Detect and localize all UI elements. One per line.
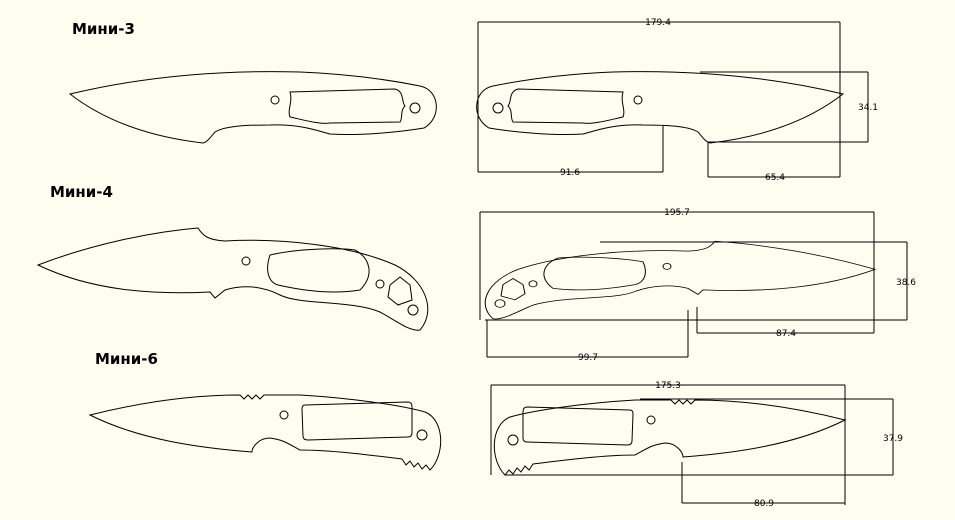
- dim-blade-mini-3: 65.4: [765, 173, 785, 183]
- dim-height-mini-3: 34.1: [858, 103, 878, 113]
- title-mini-4: Мини-4: [50, 183, 113, 201]
- dim-length-mini-3: 179.4: [645, 18, 671, 28]
- dim-height-mini-6: 37.9: [883, 434, 903, 444]
- knife-mini-4-right: [484, 240, 876, 320]
- dim-blade-mini-4: 87.4: [776, 329, 796, 339]
- dimensions-mini-4: [479, 211, 908, 358]
- dim-blade-mini-6: 80.9: [754, 499, 774, 509]
- dim-height-mini-4: 38.6: [896, 278, 916, 288]
- dim-length-mini-6: 175.3: [655, 381, 681, 391]
- knife-mini-6-right: [493, 399, 846, 476]
- dimensions-mini-6: [490, 384, 894, 505]
- knife-mini-3-left: [69, 71, 437, 144]
- dimensions-mini-3: [477, 21, 869, 178]
- title-mini-6: Мини-6: [95, 350, 158, 368]
- dim-handle-mini-4: 99.7: [578, 353, 598, 363]
- knife-mini-4-left: [37, 227, 429, 331]
- dim-length-mini-4: 195.7: [664, 208, 690, 218]
- title-mini-3: Мини-3: [72, 20, 135, 38]
- knife-mini-3-right: [476, 71, 844, 144]
- knife-mini-6-left: [89, 394, 442, 471]
- dim-handle-mini-3: 91.6: [560, 168, 580, 178]
